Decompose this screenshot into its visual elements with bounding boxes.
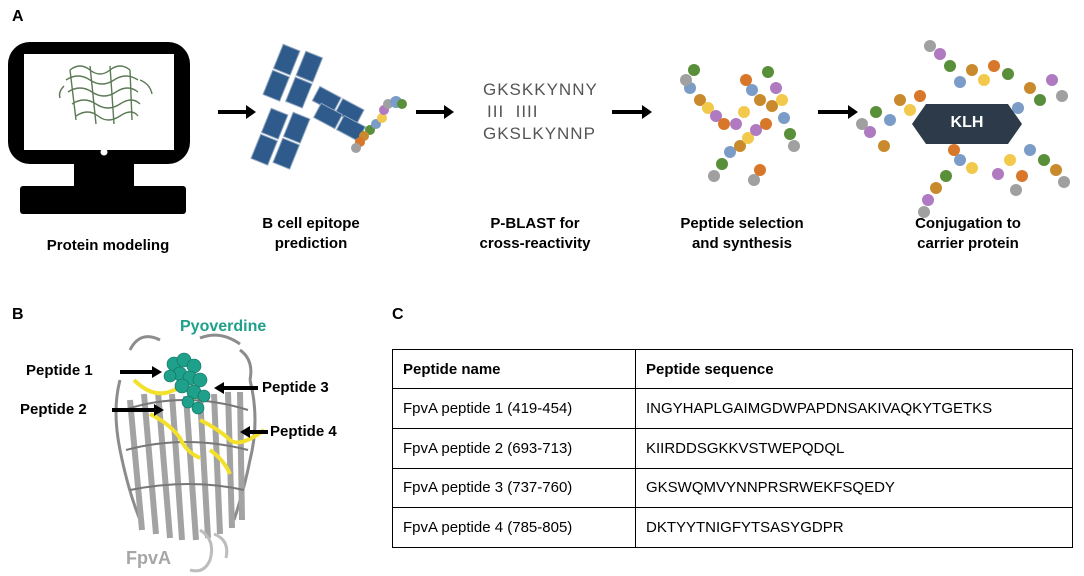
table-row: FpvA peptide 1 (419-454) INGYHAPLGAIMGDW… [392, 388, 1073, 429]
step-label-line1: Protein modeling [46, 237, 170, 254]
workflow-diagram [8, 40, 1070, 218]
arrow-icon [120, 366, 162, 378]
cell-peptide-sequence: GKSWQMVYNNPRSRWEKFSQEDY [635, 467, 1073, 509]
fpva-label: FpvA [126, 548, 171, 568]
klh-conjugate [856, 40, 1070, 218]
panel-letter-a: A [12, 8, 24, 25]
arrow-icon [240, 426, 268, 438]
cell-peptide-sequence: DKTYYTNIGFYTSASYGDPR [635, 507, 1073, 548]
monitor-icon [8, 42, 190, 214]
step-label-line2: prediction [274, 235, 348, 252]
pyoverdine-label: Pyoverdine [180, 318, 267, 335]
step-label-line2: cross-reactivity [479, 235, 591, 252]
epitope-bead-chain [351, 96, 407, 153]
arrow-icon [112, 404, 164, 416]
header-peptide-name: Peptide name [392, 349, 636, 389]
peptide-table: Peptide name Peptide sequence FpvA pepti… [392, 349, 1073, 548]
peptide-1-label: Peptide 1 [26, 362, 93, 379]
cell-peptide-name: FpvA peptide 3 (737-760) [392, 467, 636, 509]
step-label-conjugation: Conjugation to carrier protein [888, 214, 1048, 254]
panel-letter-b: B [12, 306, 24, 323]
table-row: FpvA peptide 3 (737-760) GKSWQMVYNNPRSRW… [392, 467, 1073, 509]
cell-peptide-name: FpvA peptide 4 (785-805) [392, 507, 636, 548]
peptide-4-label: Peptide 4 [270, 423, 337, 440]
table-header-row: Peptide name Peptide sequence [392, 349, 1073, 389]
header-peptide-sequence: Peptide sequence [635, 349, 1073, 389]
step-label-line1: Peptide selection [680, 215, 804, 232]
klh-label: KLH [950, 114, 984, 131]
peptide-3-label: Peptide 3 [262, 379, 329, 396]
step-label-line1: P-BLAST for [490, 215, 580, 232]
cell-peptide-name: FpvA peptide 2 (693-713) [392, 427, 636, 469]
table-row: FpvA peptide 4 (785-805) DKTYYTNIGFYTSAS… [392, 507, 1073, 548]
blast-query-sequence: GKSKKYNNY [483, 80, 598, 99]
antibody-icon [250, 43, 366, 170]
peptide-chains [680, 64, 800, 186]
cell-peptide-sequence: KIIRDDSGKKVSTWEPQDQL [635, 427, 1073, 469]
blast-match-line: III IIII [487, 102, 539, 121]
step-label-peptide-selection: Peptide selection and synthesis [662, 214, 822, 254]
peptide-pointer-arrows [112, 366, 268, 438]
arrow-icons [218, 105, 858, 119]
peptide-2-label: Peptide 2 [20, 401, 87, 418]
step-label-epitope-prediction: B cell epitope prediction [226, 214, 396, 254]
arrow-icon [214, 382, 258, 394]
step-label-line2: and synthesis [691, 235, 793, 252]
step-label-line1: Conjugation to [915, 215, 1021, 232]
step-label-p-blast: P-BLAST for cross-reactivity [460, 214, 610, 254]
step-label-line1: B cell epitope [262, 215, 360, 232]
fpva-structure [114, 333, 266, 573]
blast-subject-sequence: GKSLKYNNP [483, 124, 596, 143]
cell-peptide-name: FpvA peptide 1 (419-454) [392, 388, 636, 429]
step-label-protein-modeling: Protein modeling [10, 236, 206, 256]
panel-letter-c: C [392, 306, 404, 323]
step-label-line2: carrier protein [917, 235, 1019, 252]
table-row: FpvA peptide 2 (693-713) KIIRDDSGKKVSTWE… [392, 427, 1073, 469]
cell-peptide-sequence: INGYHAPLGAIMGDWPAPDNSAKIVAQKYTGETKS [635, 388, 1073, 429]
